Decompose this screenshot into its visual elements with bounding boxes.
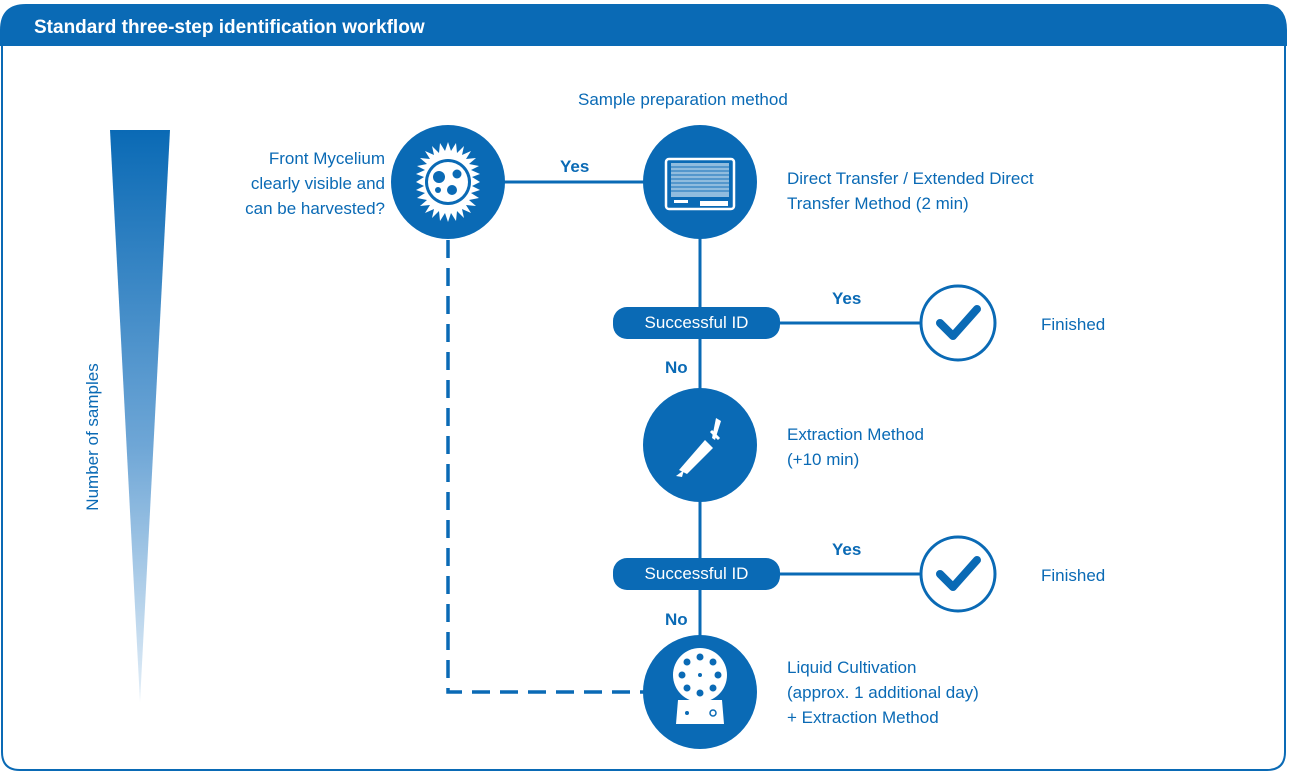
edge-label-no: No bbox=[665, 358, 688, 377]
outcome-finished-1: Finished bbox=[1041, 315, 1106, 334]
pipette-tube-icon bbox=[643, 388, 757, 502]
shaker-incubator-icon bbox=[643, 635, 757, 749]
edge-label-no: No bbox=[665, 610, 688, 629]
panel-border bbox=[1, 44, 1286, 771]
checkmark-icon bbox=[919, 284, 997, 362]
start-question-text: Front Mycelium clearly visible and can b… bbox=[245, 149, 385, 218]
axis-label-number-of-samples: Number of samples bbox=[83, 363, 102, 511]
mycelium-colony-icon bbox=[391, 125, 505, 239]
connector-start-to-liquid-dashed bbox=[446, 240, 645, 694]
page-title: Standard three-step identification workf… bbox=[34, 17, 425, 38]
edge-label-yes: Yes bbox=[832, 540, 862, 559]
edge-label-yes: Yes bbox=[832, 289, 862, 308]
header-bar bbox=[0, 4, 1287, 772]
target-plate-icon bbox=[643, 125, 757, 239]
decision-successful-id-1: Successful ID bbox=[613, 307, 780, 339]
step-label-extraction: Extraction Method (+10 min) bbox=[787, 425, 925, 469]
sample-count-wedge bbox=[110, 130, 170, 702]
decision-successful-id-2: Successful ID bbox=[613, 558, 780, 590]
step-label-liquid-cultivation: Liquid Cultivation (approx. 1 additional… bbox=[787, 658, 979, 727]
checkmark-icon bbox=[919, 535, 997, 613]
column-header: Sample preparation method bbox=[578, 90, 788, 109]
outcome-finished-2: Finished bbox=[1041, 566, 1106, 585]
edge-label-yes: Yes bbox=[560, 157, 590, 176]
step-label-direct-transfer: Direct Transfer / Extended Direct Transf… bbox=[787, 169, 1034, 213]
